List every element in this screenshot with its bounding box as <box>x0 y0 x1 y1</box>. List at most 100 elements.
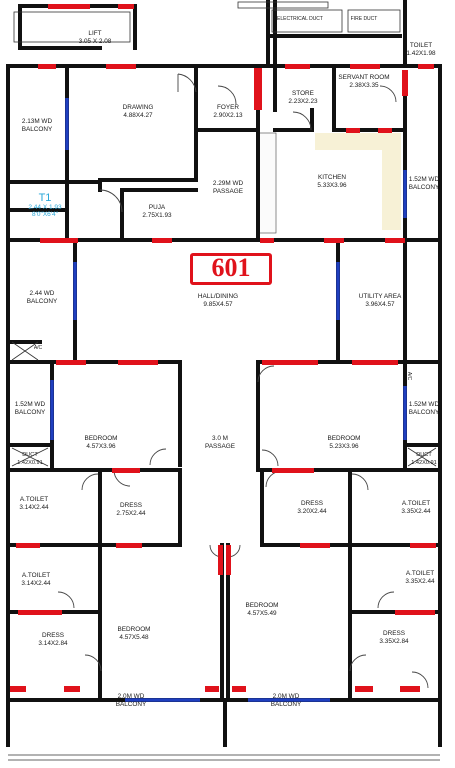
room-label-duct-right: DUCT 1.42X0.91 <box>411 451 437 467</box>
room-label-text: 3.14X2.84 <box>38 640 68 647</box>
room-label-text: 2.0M WD <box>272 693 300 700</box>
room-label-text: 3.20X2.44 <box>297 508 327 515</box>
room-label-text: 1.42X0.91 <box>411 460 437 466</box>
ac-mark: A/C <box>406 371 412 381</box>
room-label-text: BALCONY <box>270 701 302 708</box>
room-label-text: 4.88X4.27 <box>123 112 153 119</box>
room-label-text: BEDROOM <box>84 435 118 442</box>
room-label-text: BALCONY <box>408 409 440 416</box>
inner-lines <box>8 1 440 761</box>
room-label-text: 3.35X2.84 <box>379 638 409 645</box>
room-label-text: 3.05 X 2.08 <box>78 38 112 45</box>
room-label-text: BALCONY <box>21 126 53 133</box>
room-label-text: 1.52M WD <box>408 176 440 183</box>
room-label-text: 2.29M WD <box>212 180 244 187</box>
room-label-text: TOILET <box>409 42 433 49</box>
room-label-text: SERVANT ROOM <box>338 74 390 81</box>
room-label-text: LIFT <box>88 30 102 37</box>
room-label-text: BALCONY <box>115 701 147 708</box>
windows <box>10 4 436 692</box>
room-label-text: 2.75X2.44 <box>116 510 146 517</box>
room-label-text: 9.85X4.57 <box>203 301 233 308</box>
room-label-text: 5.23X3.96 <box>329 443 359 450</box>
room-label-text: 3.35X2.44 <box>405 578 435 585</box>
room-label-text: DRESS <box>119 502 143 509</box>
room-label-text: 3.14X2.44 <box>21 580 51 587</box>
room-label-text: BEDROOM <box>327 435 361 442</box>
room-label-text: 1.52M WD <box>408 401 440 408</box>
room-label-text: BALCONY <box>26 298 58 305</box>
room-label-text: BEDROOM <box>245 602 279 609</box>
tag-dim-feet: 8'0"X6'4" <box>32 211 58 218</box>
room-label-text: 1.42X1.98 <box>406 50 436 57</box>
room-label-text: 1.52M WD <box>14 401 46 408</box>
room-label-text: 3.96X4.57 <box>365 301 395 308</box>
room-label-text: ELECTRICAL DUCT <box>277 16 323 22</box>
room-label-text: DRESS <box>41 632 65 639</box>
room-label-text: 4.57X5.49 <box>247 610 277 617</box>
room-label-text: BALCONY <box>408 184 440 191</box>
room-label-text: STORE <box>292 90 314 97</box>
room-tag-t1: T1 2.44 X 1.93 8'0"X6'4" <box>17 193 73 219</box>
unit-number: 601 <box>211 253 251 282</box>
room-label-text: DRAWING <box>122 104 154 111</box>
room-label-text: DRESS <box>382 630 406 637</box>
room-label-text: KITCHEN <box>317 174 347 181</box>
glazing <box>50 98 407 702</box>
kitchen-counter <box>315 133 401 150</box>
room-label-text: BEDROOM <box>117 626 151 633</box>
room-label-text: HALL/DINING <box>197 293 239 300</box>
room-label-fire-duct: FIRE DUCT <box>351 15 378 23</box>
room-label-text: 2.0M WD <box>117 693 145 700</box>
room-label-text: A.TOILET <box>405 570 435 577</box>
door-swings <box>57 73 429 689</box>
room-label-text: BALCONY <box>14 409 46 416</box>
room-label-text: 2.44 WD <box>29 290 55 297</box>
room-label-text: 5.33X3.96 <box>317 182 347 189</box>
unit-number-badge: 601 <box>190 253 272 285</box>
room-label-electrical-duct: ELECTRICAL DUCT <box>277 15 323 23</box>
room-label-text: 4.57X3.96 <box>86 443 116 450</box>
room-label-text: FIRE DUCT <box>350 16 378 22</box>
room-label-text: A.TOILET <box>401 500 431 507</box>
room-label-text: 3.14X2.44 <box>19 504 49 511</box>
room-label-text: 1.42X0.91 <box>17 460 43 466</box>
room-label-text: 2.38X3.35 <box>349 82 379 89</box>
room-label-text: DUCT <box>22 452 38 458</box>
room-label-text: A.TOILET <box>19 496 49 503</box>
room-label-text: DRESS <box>300 500 324 507</box>
room-label-text: PUJA <box>148 204 166 211</box>
room-label-text: 3.35X2.44 <box>401 508 431 515</box>
room-label-text: DUCT <box>416 452 432 458</box>
kitchen-counter-side <box>382 150 401 230</box>
room-label-text: 2.13M WD <box>21 118 53 125</box>
room-label-text: PASSAGE <box>204 443 236 450</box>
